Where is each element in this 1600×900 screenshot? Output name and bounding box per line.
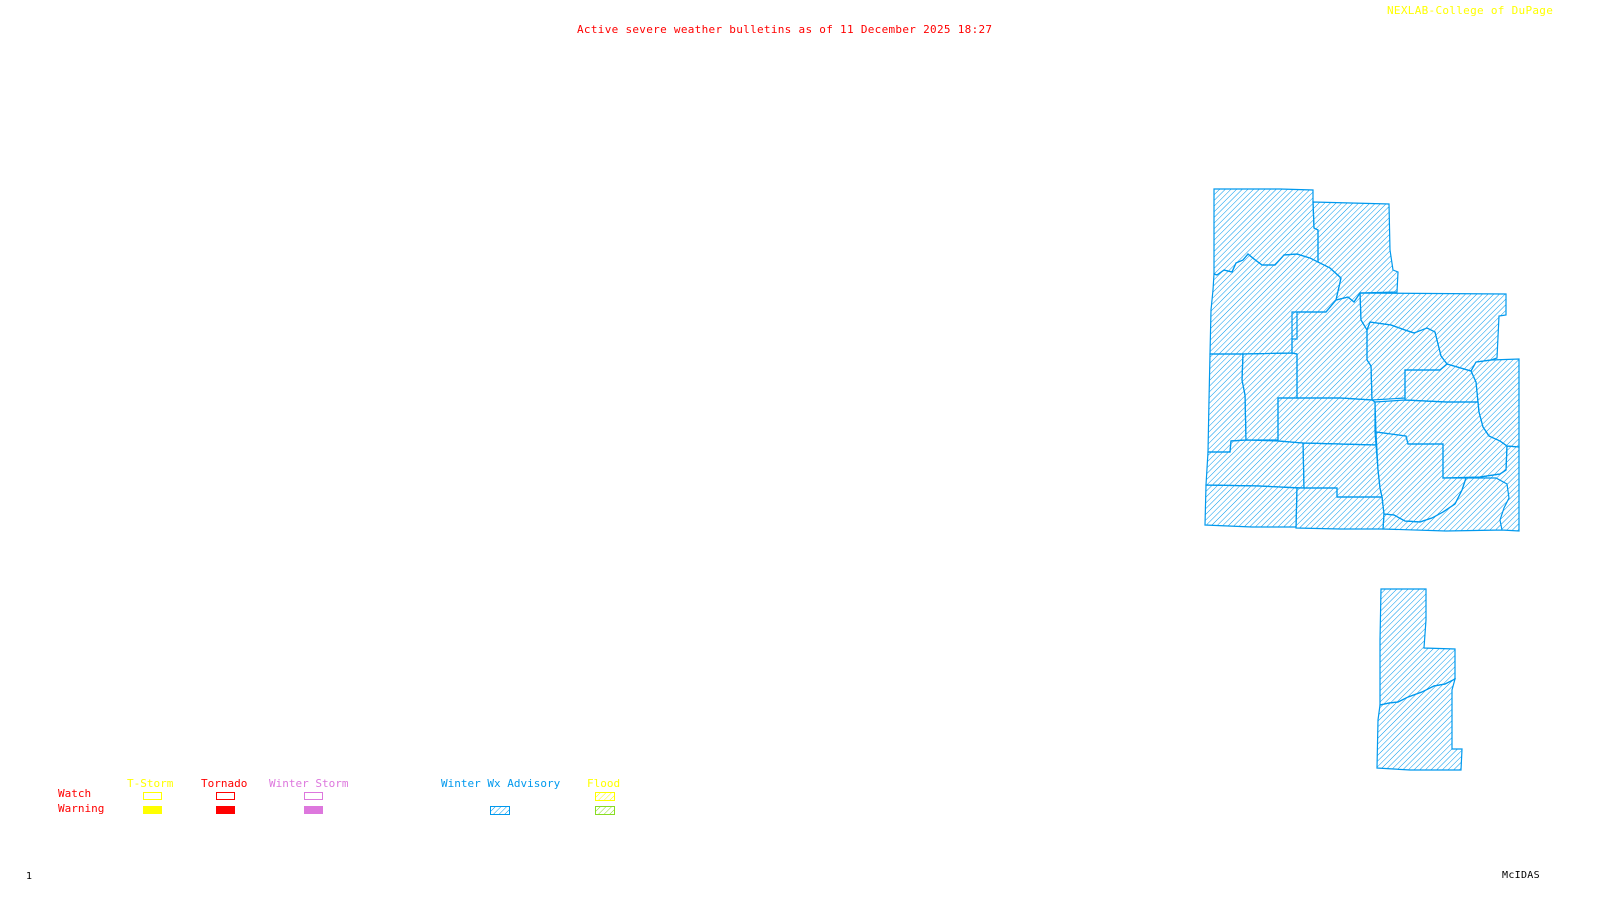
legend-flood-label: Flood xyxy=(587,777,621,790)
county-polygon xyxy=(1376,677,1463,771)
legend-watch-label: Watch xyxy=(58,787,92,800)
county-polygon xyxy=(1382,445,1520,532)
legend-flood-warning-swatch xyxy=(595,806,615,815)
software-label: McIDAS xyxy=(1502,870,1540,881)
county-polygon xyxy=(1207,353,1247,453)
county-polygon xyxy=(1204,484,1298,528)
legend-winter-storm-label: Winter Storm xyxy=(269,777,349,790)
county-polygon xyxy=(1277,397,1377,446)
legend-tstorm-warning-swatch xyxy=(143,806,162,814)
county-polygon xyxy=(1295,487,1385,530)
legend-tornado-warning-swatch xyxy=(216,806,235,814)
page-title: Active severe weather bulletins as of 11… xyxy=(577,23,993,36)
advisory-area-south xyxy=(1376,588,1463,771)
legend-flood-watch-swatch xyxy=(595,792,615,801)
legend-winter-wx-advisory-label: Winter Wx Advisory xyxy=(441,777,561,790)
legend-winter-storm-warning-swatch xyxy=(304,806,323,814)
legend-tstorm-label: T-Storm xyxy=(127,777,174,790)
county-polygon xyxy=(1366,321,1448,401)
advisory-area-north xyxy=(1204,188,1520,532)
legend-warning-label: Warning xyxy=(58,802,105,815)
legend-winter-wx-advisory-swatch xyxy=(490,806,510,815)
legend-tstorm-watch-swatch xyxy=(143,792,162,800)
frame-number: 1 xyxy=(26,871,33,882)
legend-tornado-watch-swatch xyxy=(216,792,235,800)
legend-winter-storm-watch-swatch xyxy=(304,792,323,800)
credit-label: NEXLAB-College of DuPage xyxy=(1387,4,1554,17)
legend-tornado-label: Tornado xyxy=(201,777,248,790)
county-polygon xyxy=(1404,363,1479,403)
